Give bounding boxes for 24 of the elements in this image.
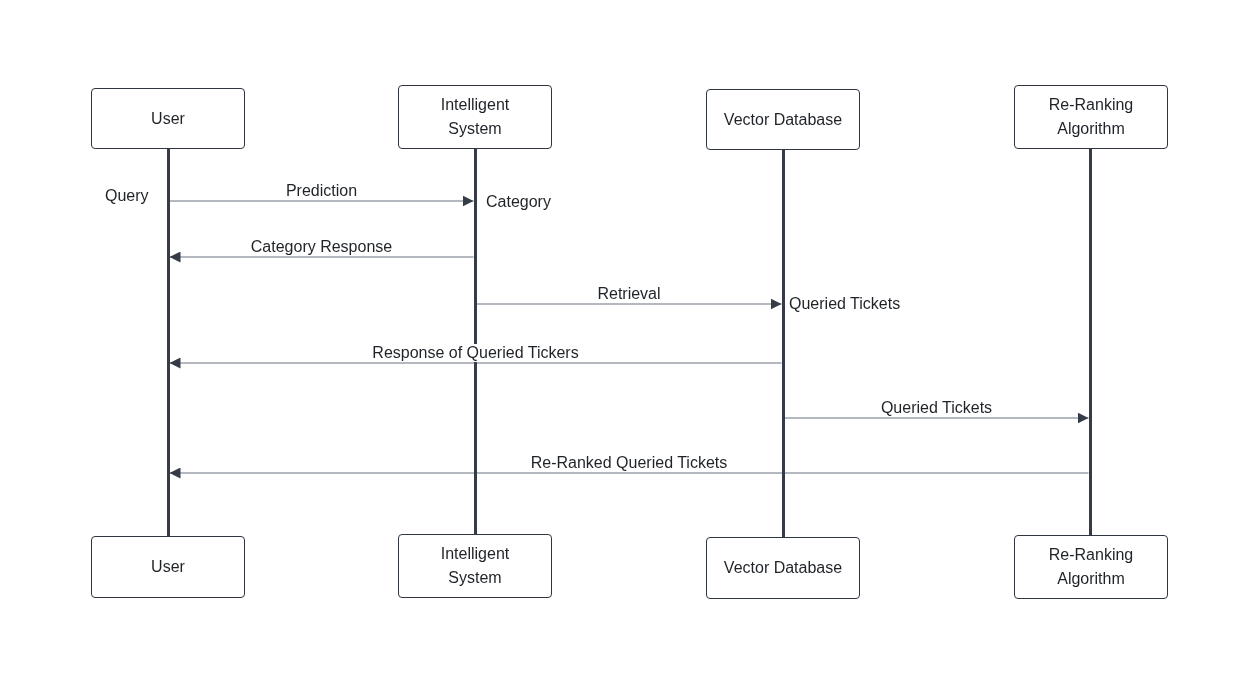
- note-text: Queried Tickets: [789, 294, 901, 314]
- participant-box: Vector Database: [706, 537, 860, 599]
- participant-box: Intelligent System: [398, 534, 552, 598]
- edge-label: Queried Tickets: [879, 399, 994, 417]
- message-arrow: [168, 251, 475, 263]
- participant-box: Intelligent System: [398, 85, 552, 149]
- participant-box: Re-Ranking Algorithm: [1014, 535, 1168, 599]
- participant-box: Vector Database: [706, 89, 860, 150]
- message-arrow: [475, 298, 783, 310]
- edge-label: Category Response: [249, 238, 394, 256]
- message-arrow: [783, 412, 1090, 424]
- participant-box: User: [91, 536, 245, 598]
- lifeline: [1088, 149, 1092, 536]
- note-text: Query: [105, 186, 149, 206]
- message-arrow: [168, 467, 1090, 479]
- participant-box: Re-Ranking Algorithm: [1014, 85, 1168, 149]
- lifeline: [166, 149, 170, 537]
- message-arrow: [168, 357, 783, 369]
- lifeline: [781, 150, 785, 538]
- note-text: Category: [486, 192, 551, 212]
- edge-label: Response of Queried Tickers: [371, 344, 580, 362]
- participant-box: User: [91, 88, 245, 149]
- message-arrow: [168, 195, 475, 207]
- edge-label: Re-Ranked Queried Tickets: [529, 454, 729, 472]
